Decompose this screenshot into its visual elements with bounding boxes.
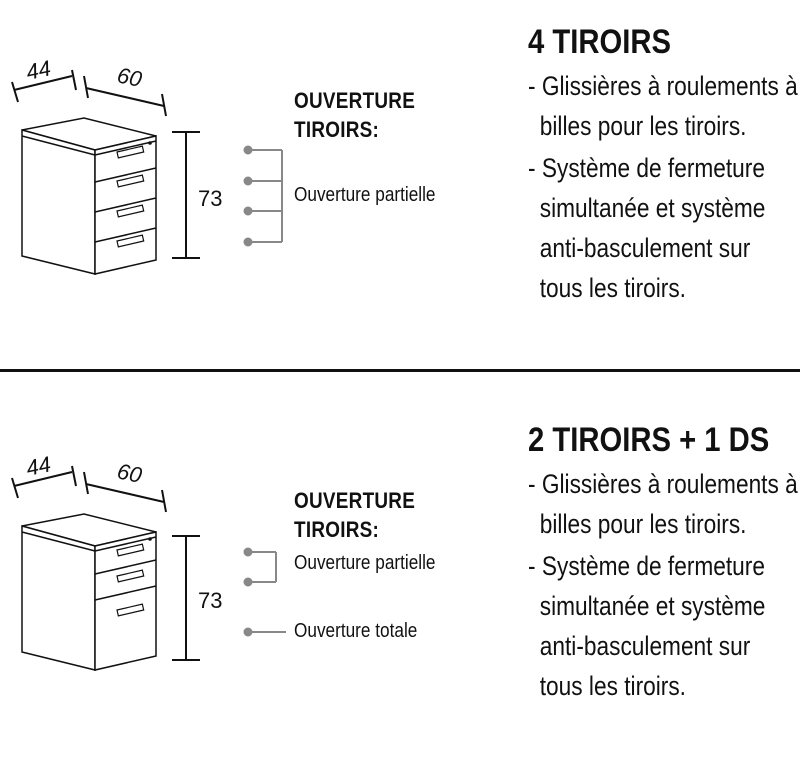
opening-total-label: Ouverture totale [294, 620, 418, 642]
features-block: 4 TIROIRS - Glissières à roulements à bi… [528, 22, 800, 310]
top-dimension-lines [11, 465, 167, 513]
opening-partial-label: Ouverture partielle [294, 552, 436, 574]
height-dimension-label: 73 [198, 186, 222, 211]
opening-connector [243, 547, 286, 637]
feature-item: - Glissières à roulements à billes pour … [528, 71, 798, 141]
feature-item: - Système de fermeture simultanée et sys… [528, 551, 766, 701]
lock-icon [148, 537, 152, 541]
opening-connector [243, 145, 283, 247]
product-section-2-drawers-1-ds: 44 60 73 [0, 398, 800, 770]
product-heading: 4 TIROIRS [528, 23, 671, 61]
section-divider [0, 369, 800, 372]
feature-item: - Glissières à roulements à billes pour … [528, 469, 798, 539]
height-dimension-line [172, 131, 200, 259]
pedestal-body [21, 513, 157, 671]
pedestal-drawing-2-drawers-1-ds: 44 60 73 [11, 451, 286, 671]
opening-partial-label: Ouverture partielle [294, 184, 436, 206]
feature-list: - Glissières à roulements à billes pour … [528, 66, 800, 308]
height-dimension-label: 73 [198, 588, 222, 613]
pedestal-body [21, 117, 157, 275]
opening-title: OUVERTURE TIROIRS: [294, 488, 416, 542]
opening-title: OUVERTURE TIROIRS: [294, 88, 416, 142]
height-dimension-line [172, 535, 200, 661]
depth-dimension-label: 44 [24, 451, 53, 481]
drawer-handles [116, 543, 145, 617]
lock-icon [148, 141, 152, 145]
feature-list: - Glissières à roulements à billes pour … [528, 464, 800, 706]
drawer-handles [116, 145, 145, 248]
feature-item: - Système de fermeture simultanée et sys… [528, 153, 766, 303]
pedestal-drawing-4-drawers: 44 60 73 [11, 55, 283, 275]
product-heading: 2 TIROIRS + 1 DS [528, 421, 770, 459]
product-section-4-drawers: 44 60 73 [0, 0, 800, 372]
top-dimension-lines [11, 69, 167, 117]
width-dimension-label: 60 [115, 458, 145, 488]
features-block: 2 TIROIRS + 1 DS - Glissières à roulemen… [528, 420, 800, 708]
width-dimension-label: 60 [115, 62, 145, 92]
depth-dimension-label: 44 [24, 55, 53, 85]
